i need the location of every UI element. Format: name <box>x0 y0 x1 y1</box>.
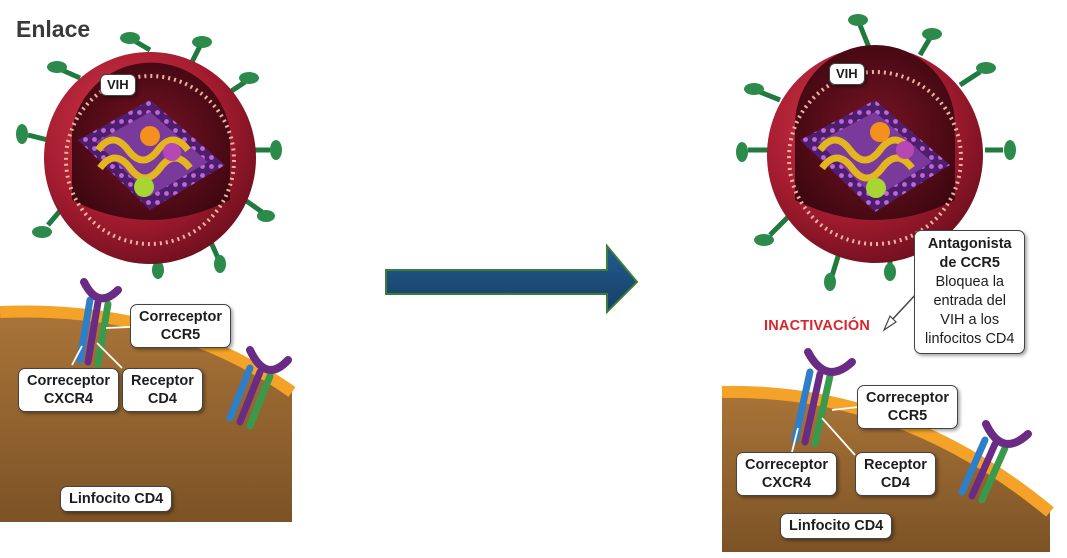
antagonist-desc-3: VIH a los <box>940 312 1000 328</box>
transition-arrow <box>385 243 639 315</box>
left-virus-label: VIH <box>100 74 136 96</box>
right-pointers <box>791 406 859 456</box>
right-cell-label: Linfocito CD4 <box>780 513 893 539</box>
antagonist-box: Antagonista de CCR5 Bloquea la entrada d… <box>914 230 1026 354</box>
antagonist-desc-2: entrada del <box>933 293 1006 309</box>
right-virus-body <box>767 45 983 263</box>
left-receptors <box>76 278 292 430</box>
antagonist-desc-1: Bloquea la <box>935 274 1004 290</box>
left-virus-body <box>44 52 256 264</box>
diagram-title: Enlace <box>16 16 91 42</box>
right-virus-label: VIH <box>829 63 865 85</box>
left-pointers <box>71 326 131 369</box>
left-panel <box>0 32 296 522</box>
antagonist-title-1: Antagonista <box>927 236 1012 252</box>
antagonist-desc-4: linfocitos CD4 <box>925 331 1015 347</box>
antagonist-pointer <box>882 291 919 332</box>
inactivation-label: INACTIVACIÓN <box>764 318 871 334</box>
left-cell-label: Linfocito CD4 <box>60 486 173 512</box>
antagonist-title-2: de CCR5 <box>939 255 1000 271</box>
left-virus-spikes <box>16 32 282 279</box>
